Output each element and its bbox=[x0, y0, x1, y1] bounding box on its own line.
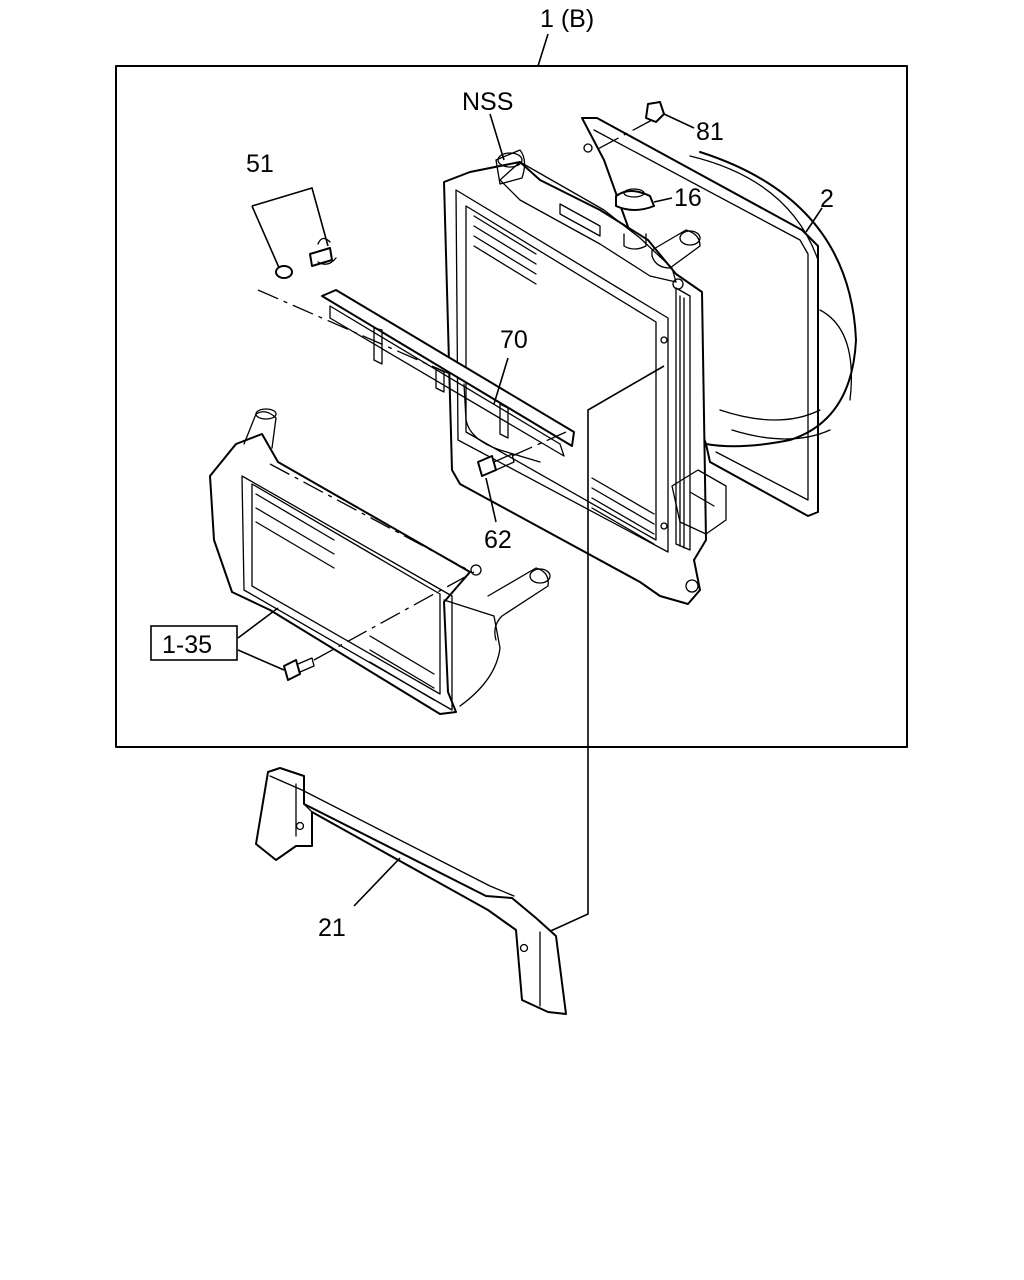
lower-bracket-21 bbox=[255, 767, 567, 1015]
bolt-62 bbox=[477, 431, 567, 523]
leader-2 bbox=[805, 207, 823, 233]
assembly-label: 1 (B) bbox=[540, 5, 594, 33]
intercooler-bolt bbox=[283, 571, 475, 681]
callout-51: 51 bbox=[246, 150, 274, 178]
leader-nss bbox=[489, 113, 505, 161]
callout-2: 2 bbox=[820, 185, 834, 213]
intercooler bbox=[209, 408, 551, 715]
callout-1-35: 1-35 bbox=[162, 631, 212, 659]
callout-70: 70 bbox=[500, 326, 528, 354]
assembly-leader bbox=[537, 33, 549, 67]
radiator-cap bbox=[615, 188, 673, 211]
reference-line bbox=[543, 365, 665, 935]
callout-21: 21 bbox=[318, 914, 346, 942]
callout-81: 81 bbox=[696, 118, 724, 146]
nut-81 bbox=[595, 101, 695, 151]
callout-62: 62 bbox=[484, 526, 512, 554]
assembly-frame bbox=[115, 65, 908, 748]
upper-bracket bbox=[321, 289, 575, 457]
radiator bbox=[443, 149, 727, 605]
callout-nss: NSS bbox=[462, 88, 513, 116]
ref-box-1-35 bbox=[150, 625, 238, 661]
callout-16: 16 bbox=[674, 184, 702, 212]
